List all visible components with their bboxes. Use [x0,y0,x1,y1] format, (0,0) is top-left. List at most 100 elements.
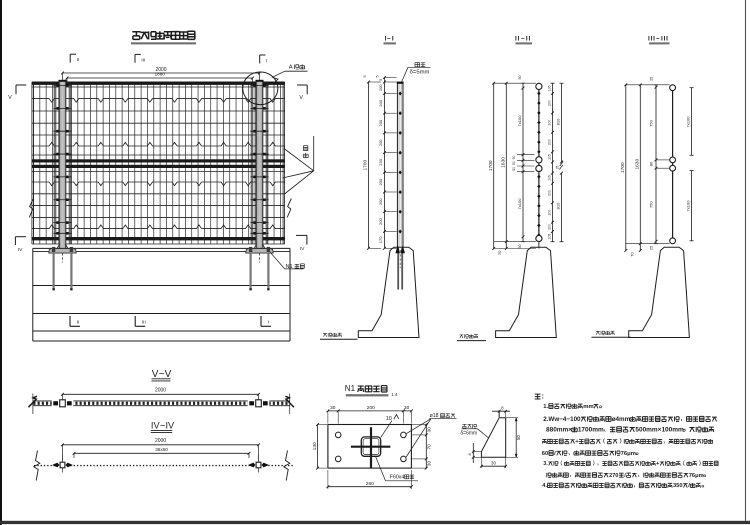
svg-text:δ=5mm: δ=5mm [410,69,430,75]
svg-text:5: 5 [376,75,380,77]
svg-text:N1: N1 [345,384,356,393]
svg-text:810: 810 [555,118,560,125]
svg-text:−: − [160,420,165,430]
svg-text:III: III [648,35,656,42]
svg-text:30: 30 [427,461,432,467]
svg-text:105: 105 [547,85,551,91]
svg-text:36x50: 36x50 [155,447,168,452]
svg-text:V: V [299,95,303,101]
svg-text:750: 750 [649,119,654,126]
svg-text:II: II [77,57,80,62]
svg-text:III: III [141,57,145,62]
svg-text:80: 80 [649,161,654,166]
svg-text:δ=6mm: δ=6mm [460,430,477,436]
svg-text:500mm×100mm: 500mm×100mm [635,426,684,433]
svg-text:+: + [656,461,659,467]
svg-text:200: 200 [378,119,383,126]
svg-text:7x100: 7x100 [517,198,522,210]
svg-text:/: / [554,451,556,457]
svg-text:F60x4: F60x4 [390,474,405,480]
svg-text:350: 350 [673,483,683,489]
svg-text:105: 105 [547,234,551,240]
svg-text:50: 50 [512,156,516,160]
svg-text:I: I [392,35,394,42]
svg-text:105: 105 [547,175,551,181]
svg-text:1630: 1630 [501,157,507,168]
svg-text:/: / [624,473,626,479]
svg-text:200: 200 [547,210,551,216]
svg-text:8: 8 [501,405,504,410]
svg-text:750: 750 [649,201,654,208]
svg-text:ø18: ø18 [430,413,439,419]
svg-text:30: 30 [491,460,496,465]
svg-text:IV: IV [18,247,23,253]
svg-text:170: 170 [378,236,383,243]
svg-text:7x100: 7x100 [685,116,690,128]
svg-text:76μm: 76μm [621,451,636,457]
svg-text:IV: IV [151,420,161,430]
svg-text:2000: 2000 [155,438,166,444]
svg-text:5: 5 [378,78,383,81]
svg-text:260: 260 [366,481,374,487]
svg-text:50: 50 [512,167,516,171]
svg-text:200: 200 [367,405,375,411]
svg-text:200: 200 [547,120,551,126]
svg-text:50: 50 [518,245,522,249]
svg-text:200: 200 [547,139,551,145]
svg-text:200: 200 [378,178,383,185]
svg-text:200: 200 [547,100,551,106]
svg-text:2000: 2000 [155,67,166,73]
svg-text:/: / [688,483,690,489]
svg-text:V: V [8,95,12,101]
svg-text:200: 200 [547,190,551,196]
svg-text:III: III [142,319,146,325]
svg-text:1700: 1700 [363,160,369,171]
svg-text:−: − [387,35,391,42]
svg-text:25: 25 [556,166,560,170]
svg-text:70: 70 [629,252,634,257]
svg-text:II: II [77,319,80,325]
svg-text:70: 70 [427,444,432,450]
svg-text:7x100: 7x100 [685,200,690,212]
svg-text:76μm: 76μm [689,473,704,479]
svg-text:1700: 1700 [620,162,626,173]
svg-text:1700mm: 1700mm [578,426,604,433]
svg-text:25: 25 [649,76,654,81]
svg-text:30: 30 [427,427,432,433]
svg-text:8: 8 [467,453,472,456]
svg-text:3.: 3. [543,461,548,467]
svg-text::: : [542,394,544,401]
svg-text:130: 130 [312,442,318,450]
svg-text:III: III [661,35,669,42]
svg-text:10: 10 [386,416,392,422]
svg-text:1.: 1. [543,404,548,410]
svg-text:230: 230 [378,158,383,165]
svg-text:2000: 2000 [155,387,166,393]
svg-text:5: 5 [363,75,367,77]
svg-text:V: V [165,369,172,380]
svg-text:50: 50 [512,161,516,165]
svg-text:200: 200 [378,139,383,146]
svg-text:II: II [515,35,520,42]
svg-text:810: 810 [555,202,560,209]
svg-text:60: 60 [542,451,549,457]
svg-text:880mm×: 880mm× [546,426,572,433]
svg-text:7x100: 7x100 [517,115,522,127]
svg-text:−: − [656,35,660,42]
svg-text:−: − [521,35,525,42]
svg-text:30: 30 [330,405,336,411]
svg-text:mm: mm [583,404,593,410]
svg-text:70: 70 [497,250,502,255]
svg-text:200: 200 [378,217,383,224]
svg-text:1700: 1700 [488,160,494,171]
svg-text:N1: N1 [286,264,293,270]
svg-text:30: 30 [404,405,410,411]
svg-text:1:4: 1:4 [391,392,398,397]
svg-text:−: − [159,369,165,380]
svg-text:A: A [289,65,293,71]
svg-text:200: 200 [378,198,383,205]
svg-text:ø4mm: ø4mm [612,416,631,423]
svg-text:V: V [152,369,159,380]
svg-text:I: I [385,35,387,42]
svg-text:IV: IV [166,420,176,430]
